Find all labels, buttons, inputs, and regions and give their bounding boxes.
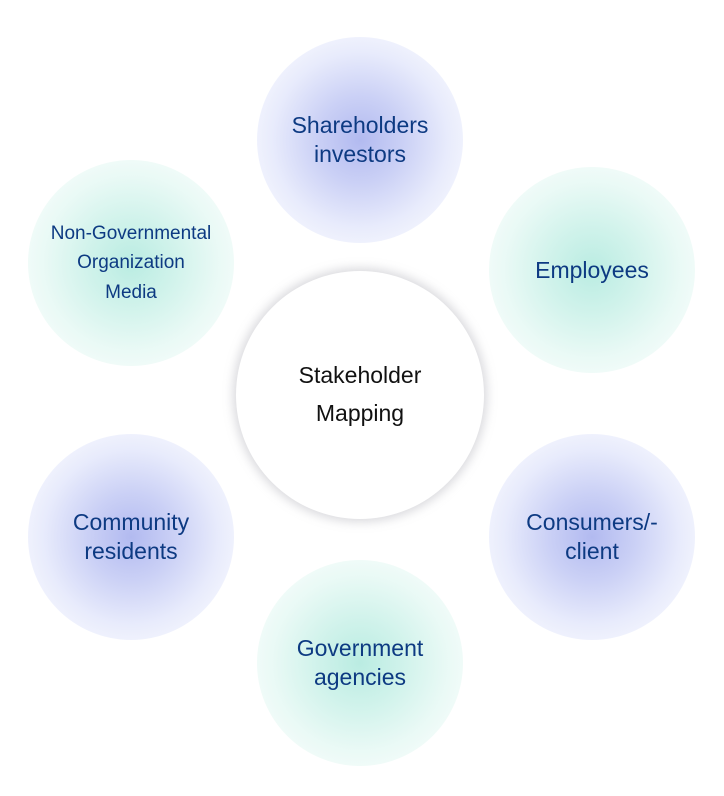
stakeholder-community-bubble: Community residents xyxy=(28,434,234,640)
stakeholder-employees-label: Employees xyxy=(535,256,649,283)
stakeholder-shareholders-bubble: Shareholders investors xyxy=(257,37,463,243)
stakeholder-employees-bubble: Employees xyxy=(489,167,695,373)
stakeholder-consumers-label: Consumers/- client xyxy=(526,509,658,564)
stakeholder-government-bubble: Government agencies xyxy=(257,560,463,766)
stakeholder-shareholders-label: Shareholders investors xyxy=(291,112,429,167)
center-hub-circle: Stakeholder Mapping xyxy=(236,271,484,519)
stakeholder-community-label: Community residents xyxy=(72,509,190,564)
stakeholder-consumers-bubble: Consumers/- client xyxy=(489,434,695,640)
stakeholder-government-label: Government agencies xyxy=(296,635,424,690)
center-hub-label: Stakeholder Mapping xyxy=(298,362,422,426)
stakeholder-ngo-media-label: Non-Governmental Organization Media xyxy=(50,222,212,303)
stakeholder-ngo-media-bubble: Non-Governmental Organization Media xyxy=(28,160,234,366)
